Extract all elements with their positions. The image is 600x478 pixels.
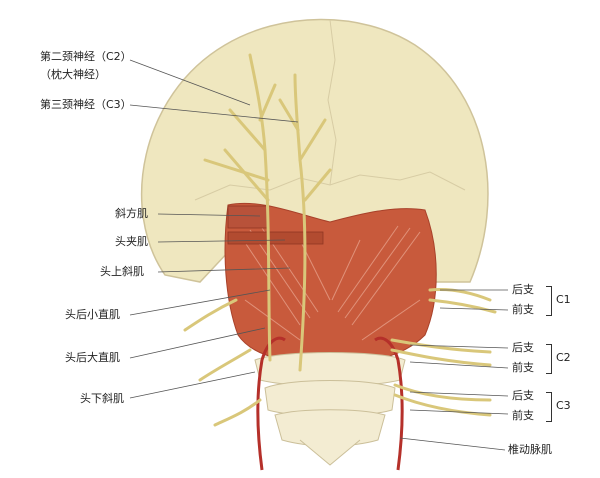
label-obliquus-capitis-inferior: 头下斜肌 — [80, 392, 124, 405]
bracket-c1 — [546, 286, 552, 316]
label-rectus-capitis-posterior-minor: 头后小直肌 — [65, 308, 120, 321]
lambdoid-suture — [194, 171, 466, 201]
label-c3-nerve: 第三颈神经（C3） — [40, 98, 132, 111]
splenius-band — [227, 231, 324, 245]
vertebrae — [254, 352, 406, 466]
label-c2-nerve: 第二颈神经（C2） — [40, 50, 132, 63]
trapezius-cut — [227, 205, 269, 229]
label-obliquus-capitis-superior: 头上斜肌 — [100, 265, 144, 278]
group-c2: C2 — [556, 351, 571, 364]
label-trapezius: 斜方肌 — [115, 207, 148, 220]
group-c1: C1 — [556, 293, 571, 306]
bracket-c2 — [546, 344, 552, 374]
label-vertebral-artery: 椎动脉肌 — [508, 443, 552, 456]
label-splenius-capitis: 头夹肌 — [115, 235, 148, 248]
sagittal-suture — [327, 19, 337, 186]
leader-lines — [129, 59, 509, 451]
label-rectus-capitis-posterior-major: 头后大直肌 — [65, 351, 120, 364]
label-c3-posterior-branch: 后支 — [512, 389, 534, 402]
label-c3-anterior-branch: 前支 — [512, 409, 534, 422]
label-c2-anterior-branch: 前支 — [512, 361, 534, 374]
group-c3: C3 — [556, 399, 571, 412]
label-c1-anterior-branch: 前支 — [512, 303, 534, 316]
label-c1-posterior-branch: 后支 — [512, 283, 534, 296]
vertebral-arteries — [256, 336, 404, 471]
nerves — [183, 53, 497, 427]
label-c2-nerve-alias: （枕大神经） — [40, 68, 106, 81]
label-c2-posterior-branch: 后支 — [512, 341, 534, 354]
bracket-c3 — [546, 392, 552, 422]
